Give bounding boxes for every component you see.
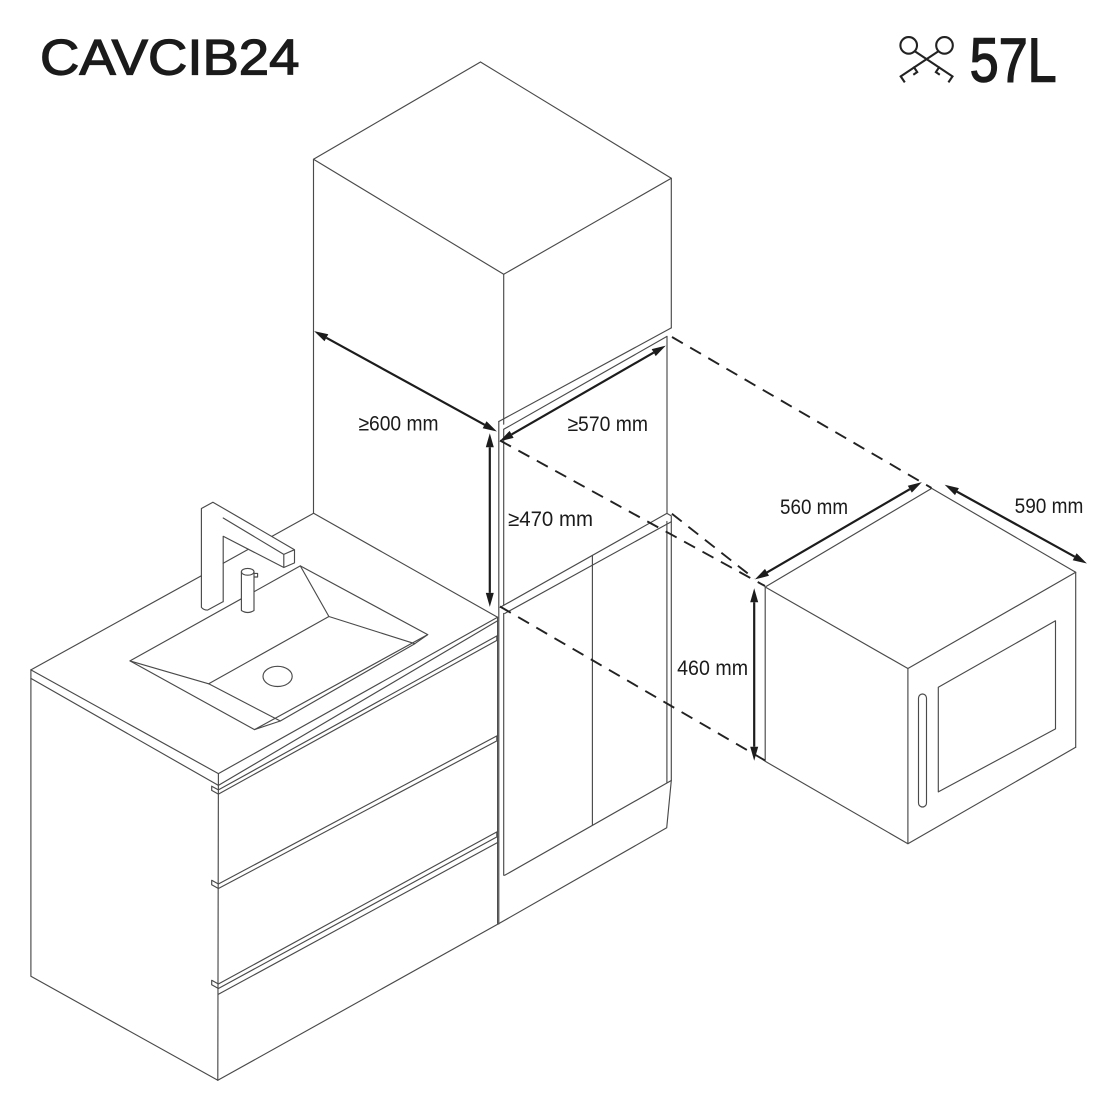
svg-text:≥570 mm: ≥570 mm — [567, 413, 648, 436]
svg-text:590 mm: 590 mm — [1015, 495, 1084, 518]
svg-text:≥600 mm: ≥600 mm — [359, 413, 439, 436]
svg-text:560 mm: 560 mm — [780, 496, 848, 519]
svg-text:57L: 57L — [970, 27, 1057, 96]
svg-text:≥470 mm: ≥470 mm — [508, 508, 593, 531]
svg-text:CAVCIB24: CAVCIB24 — [40, 30, 299, 86]
svg-text:460 mm: 460 mm — [677, 657, 748, 680]
